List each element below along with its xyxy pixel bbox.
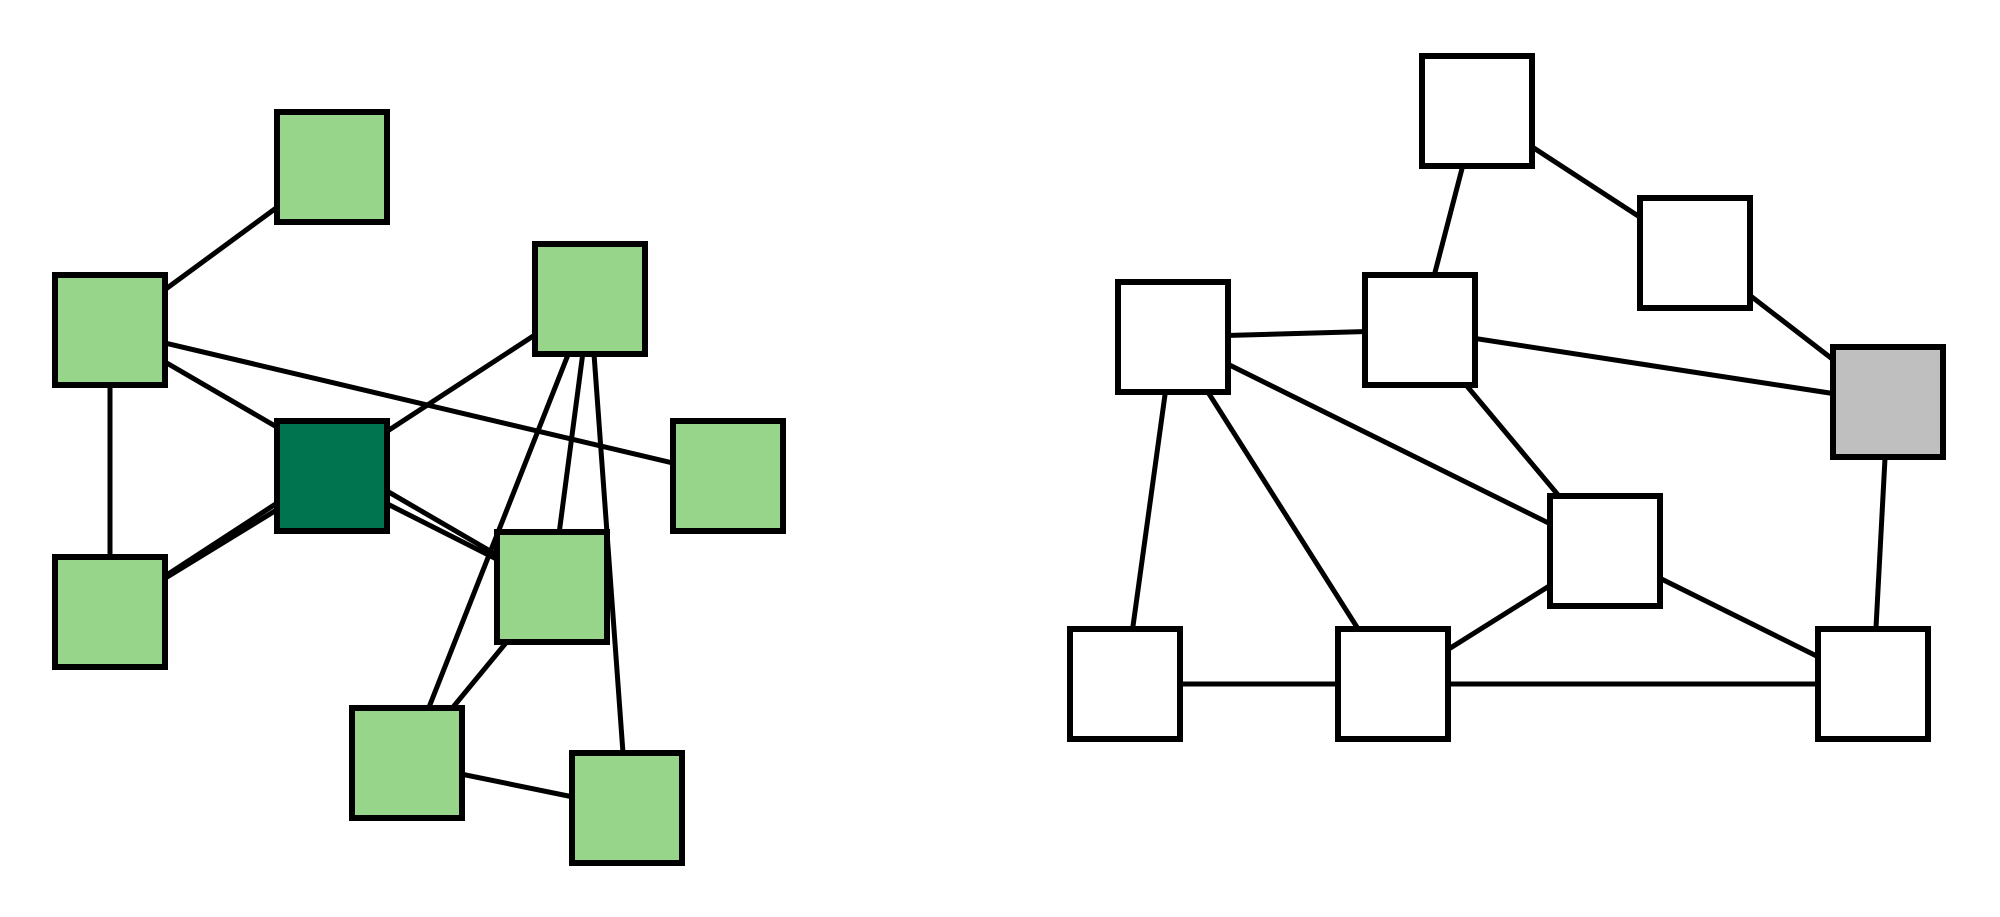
left-graph-node-L4 bbox=[274, 418, 390, 534]
right-graph-node-R7 bbox=[1067, 626, 1183, 742]
right-graph-node-R9 bbox=[1815, 626, 1931, 742]
left-graph-edge-L2-L7 bbox=[109, 327, 729, 479]
left-graph-node-L3 bbox=[52, 554, 168, 670]
right-graph-node-R3 bbox=[1115, 279, 1231, 395]
left-graph-node-L6 bbox=[494, 529, 610, 645]
right-graph-node-R4 bbox=[1362, 272, 1478, 388]
right-graph-node-R6 bbox=[1547, 493, 1663, 609]
right-graph-node-R1 bbox=[1419, 53, 1535, 169]
left-graph-node-L5 bbox=[532, 241, 648, 357]
right-graph-edge-R4-R5 bbox=[1419, 327, 1889, 405]
right-graph-edge-R3-R6 bbox=[1171, 334, 1607, 554]
nodes-layer bbox=[52, 53, 1946, 866]
left-graph-node-L1 bbox=[274, 109, 390, 225]
left-graph-node-L2 bbox=[52, 272, 168, 388]
right-graph-node-R5 bbox=[1830, 344, 1946, 460]
right-graph-node-R2 bbox=[1637, 195, 1753, 311]
right-graph-node-R8 bbox=[1335, 626, 1451, 742]
left-graph-node-L8 bbox=[349, 705, 465, 821]
left-graph-node-L9 bbox=[569, 750, 685, 866]
left-graph-node-L7 bbox=[670, 418, 786, 534]
